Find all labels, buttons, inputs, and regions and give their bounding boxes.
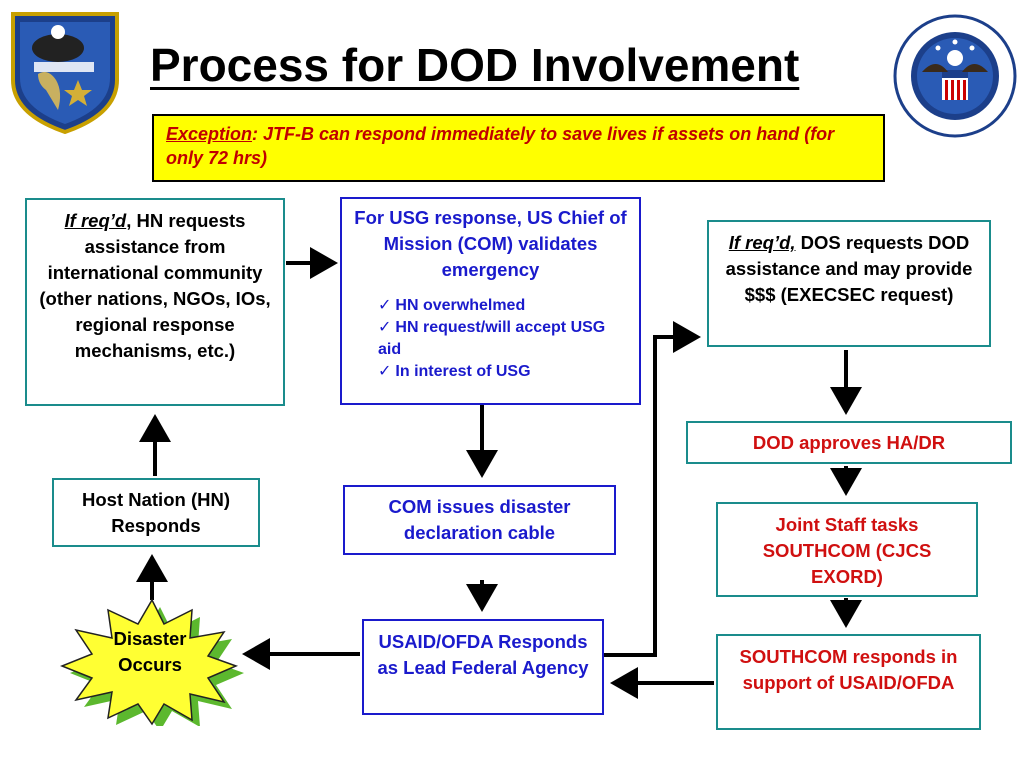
checkmark-icon: ✓ <box>378 297 392 314</box>
dod-approves-box: DOD approves HA/DR <box>686 421 1012 464</box>
criteria-label: In interest of USG <box>395 363 531 380</box>
usaid-box: USAID/OFDA Responds as Lead Federal Agen… <box>362 619 604 715</box>
exception-note: Exception: JTF-B can respond immediately… <box>152 114 885 182</box>
exception-text: : JTF-B can respond immediately to save … <box>166 124 835 168</box>
usg-response-box: For USG response, US Chief of Mission (C… <box>340 197 641 405</box>
checkmark-icon: ✓ <box>378 319 392 336</box>
hn-requests-condition: If req’d <box>64 210 127 231</box>
hn-requests-text: , HN requests assistance from internatio… <box>39 210 271 361</box>
criteria-item: ✓HN overwhelmed <box>378 295 629 317</box>
com-issues-box: COM issues disaster declaration cable <box>343 485 616 555</box>
criteria-item: ✓HN request/will accept USG aid <box>378 317 629 361</box>
usg-criteria-list: ✓HN overwhelmed ✓HN request/will accept … <box>352 295 629 383</box>
starburst-icon <box>59 598 244 731</box>
jtf-bravo-seal-logo <box>892 12 1018 140</box>
disaster-starburst: Disaster Occurs <box>52 598 248 731</box>
criteria-label: HN overwhelmed <box>395 297 526 314</box>
dos-requests-box: If req’d, DOS requests DOD assistance an… <box>707 220 991 347</box>
hn-requests-box: If req’d, HN requests assistance from in… <box>25 198 285 406</box>
criteria-label: HN request/will accept USG aid <box>378 319 606 358</box>
dos-requests-text: DOS requests DOD assistance and may prov… <box>725 232 973 305</box>
dos-requests-condition: If req’d, <box>728 232 796 253</box>
page-title: Process for DOD Involvement <box>150 39 800 91</box>
southcom-box: SOUTHCOM responds in support of USAID/OF… <box>716 634 981 730</box>
joint-staff-box: Joint Staff tasks SOUTHCOM (CJCS EXORD) <box>716 502 978 597</box>
exception-label: Exception <box>166 124 253 144</box>
disaster-label: Disaster Occurs <box>113 628 187 675</box>
southern-command-seal-logo <box>8 10 122 135</box>
criteria-item: ✓In interest of USG <box>378 361 629 383</box>
usg-response-text: For USG response, US Chief of Mission (C… <box>354 207 627 280</box>
checkmark-icon: ✓ <box>378 363 392 380</box>
arrow-usaid-to-dos <box>604 321 701 657</box>
host-nation-box: Host Nation (HN) Responds <box>52 478 260 547</box>
